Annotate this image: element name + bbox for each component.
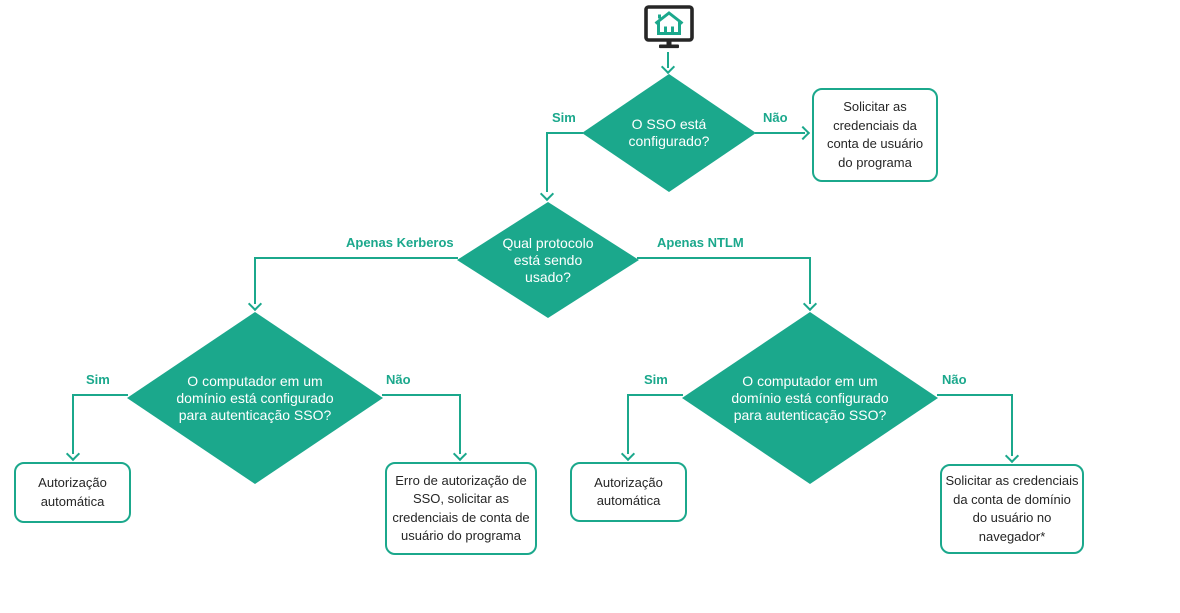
- arrowhead-down-d2-ntlm: [802, 296, 818, 312]
- decision-domain-sso-ntlm: O computador em um domínio está configur…: [682, 312, 938, 484]
- decision-domain-sso-ntlm-text: O computador em um domínio está configur…: [731, 372, 889, 423]
- connector-icon-to-sso: [667, 52, 669, 68]
- connector-d4-sim-h: [628, 394, 683, 396]
- connector-d2-kerberos-h: [255, 257, 458, 259]
- result-auto-authorization-kerberos-text: Autorização automática: [38, 475, 107, 509]
- decision-domain-sso-kerberos-text: O computador em um domínio está configur…: [176, 372, 334, 423]
- decision-domain-sso-kerberos: O computador em um domínio está configur…: [127, 312, 383, 484]
- connector-d2-kerberos-v: [254, 257, 256, 304]
- result-request-domain-credentials-browser: Solicitar as credenciais da conta de dom…: [940, 464, 1084, 554]
- edge-label-d1-sim: Sim: [552, 110, 576, 125]
- monitor-home-icon: [644, 5, 694, 49]
- connector-d4-sim-v: [627, 394, 629, 454]
- decision-sso-configured-text: O SSO está configurado?: [628, 116, 710, 149]
- connector-d4-nao-h: [937, 394, 1013, 396]
- arrowhead-down-icon-to-sso: [660, 59, 676, 75]
- arrowhead-down-d2-kerberos: [247, 296, 263, 312]
- edge-label-apenas-ntlm: Apenas NTLM: [657, 235, 744, 250]
- result-request-program-credentials: Solicitar as credenciais da conta de usu…: [812, 88, 938, 182]
- result-auto-authorization-ntlm-text: Autorização automática: [594, 474, 663, 509]
- result-auto-authorization-kerberos: Autorização automática: [14, 462, 131, 523]
- arrowhead-down-d4-sim: [620, 446, 636, 462]
- connector-d1-sim-h: [547, 132, 583, 134]
- result-request-domain-credentials-browser-text: Solicitar as credenciais da conta de dom…: [945, 473, 1079, 544]
- arrowhead-down-d1-sim: [539, 186, 555, 202]
- connector-d3-sim-v: [72, 394, 74, 454]
- result-sso-error-request-credentials-text: Erro de autorização de SSO, solicitar as…: [392, 472, 530, 544]
- edge-label-d3-nao: Não: [386, 372, 411, 387]
- arrowhead-right-d1-nao: [795, 125, 811, 141]
- decision-protocol: Qual protocolo está sendo usado?: [457, 202, 639, 318]
- connector-d2-ntlm-h: [637, 257, 811, 259]
- decision-sso-configured: O SSO está configurado?: [582, 74, 756, 192]
- connector-d4-nao-v: [1011, 394, 1013, 456]
- arrowhead-down-d4-nao: [1004, 448, 1020, 464]
- arrowhead-down-d3-nao: [452, 446, 468, 462]
- connector-d1-nao-h: [755, 132, 805, 134]
- result-request-program-credentials-text: Solicitar as credenciais da conta de usu…: [826, 99, 924, 170]
- edge-label-apenas-kerberos: Apenas Kerberos: [346, 235, 454, 250]
- edge-label-d4-nao: Não: [942, 372, 967, 387]
- edge-label-d1-nao: Não: [763, 110, 788, 125]
- arrowhead-down-d3-sim: [65, 446, 81, 462]
- edge-label-d3-sim: Sim: [86, 372, 110, 387]
- connector-d3-nao-h: [382, 394, 461, 396]
- decision-protocol-text: Qual protocolo está sendo usado?: [502, 234, 594, 285]
- connector-d3-sim-h: [73, 394, 128, 396]
- result-auto-authorization-ntlm: Autorização automática: [570, 462, 687, 522]
- edge-label-d4-sim: Sim: [644, 372, 668, 387]
- connector-d2-ntlm-v: [809, 257, 811, 304]
- result-sso-error-request-credentials: Erro de autorização de SSO, solicitar as…: [385, 462, 537, 555]
- connector-d1-sim-v: [546, 132, 548, 192]
- connector-d3-nao-v: [459, 394, 461, 454]
